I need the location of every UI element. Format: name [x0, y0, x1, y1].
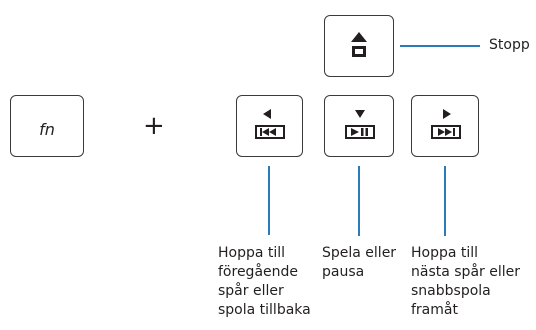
- fn-key-label: fn: [39, 120, 55, 139]
- previous-label-line: Hoppa till: [218, 245, 286, 261]
- previous-track-key[interactable]: [236, 95, 303, 157]
- play-pause-label-line: Spela eller: [322, 245, 397, 261]
- play-pause-label-line: pausa: [322, 264, 365, 280]
- next-label-line: framåt: [411, 302, 458, 318]
- stop-key[interactable]: [324, 15, 394, 77]
- next-leader-line: [444, 166, 446, 236]
- previous-label-line: spår eller: [218, 283, 284, 299]
- stop-label: Stopp: [489, 37, 530, 53]
- fn-key[interactable]: fn: [10, 95, 84, 157]
- play-pause-key[interactable]: [324, 95, 394, 157]
- previous-label-line: föregående: [218, 264, 299, 280]
- rewind-previous-icon: [255, 109, 285, 139]
- play-pause-label: Spela eller pausa: [322, 244, 396, 282]
- next-label-line: Hoppa till: [411, 245, 479, 261]
- eject-stop-icon: [351, 32, 367, 57]
- previous-label: Hoppa till föregående spår eller spola t…: [218, 244, 311, 320]
- fast-forward-next-icon: [431, 109, 461, 139]
- stop-leader-line: [400, 45, 480, 47]
- plus-sign: +: [143, 111, 165, 141]
- play-leader-line: [358, 166, 360, 236]
- next-label-line: snabbspola: [411, 283, 491, 299]
- next-label-line: nästa spår eller: [411, 264, 520, 280]
- previous-label-line: spola tillbaka: [218, 302, 311, 318]
- previous-leader-line: [268, 166, 270, 235]
- play-pause-icon: [345, 110, 375, 139]
- next-track-key[interactable]: [411, 95, 479, 157]
- next-label: Hoppa till nästa spår eller snabbspola f…: [411, 244, 520, 320]
